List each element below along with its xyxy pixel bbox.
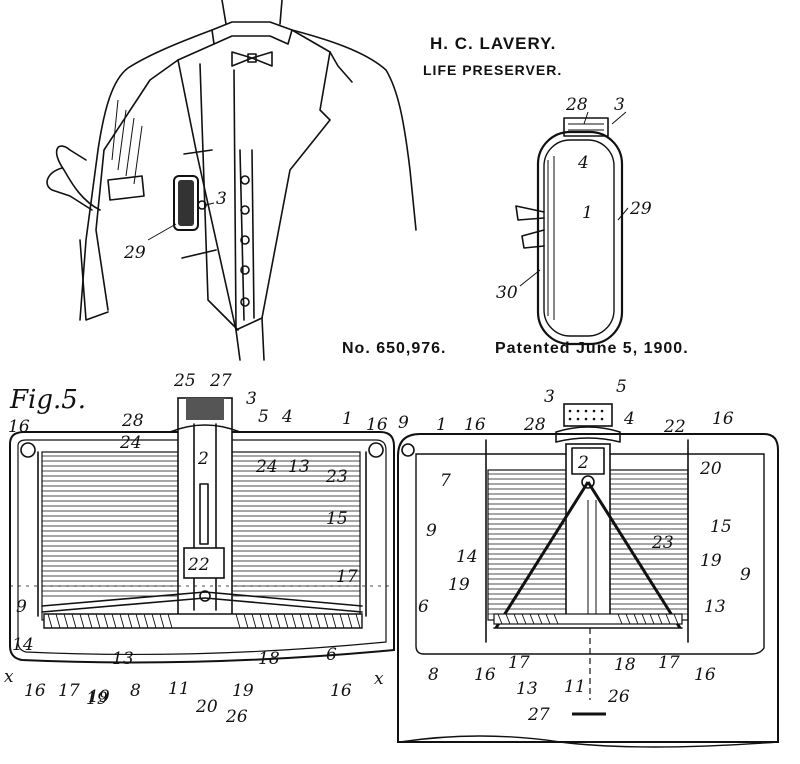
- ref-label: 28: [565, 95, 588, 115]
- ref-label: 3: [614, 95, 625, 115]
- fig2-device-drawing: [515, 111, 629, 346]
- fig5-label: Fig.5.: [9, 385, 86, 415]
- ref-label: 17: [58, 681, 80, 701]
- ref-label: 17: [658, 653, 680, 673]
- ref-label: 20: [699, 459, 722, 479]
- ref-label: 16: [694, 665, 716, 685]
- ref-label: 19: [88, 687, 110, 707]
- ref-label: 16: [712, 409, 734, 429]
- ref-label: 2: [197, 449, 209, 469]
- ref-label: 23: [651, 533, 674, 553]
- ref-label: 6: [326, 645, 337, 665]
- fig5-cross-section-drawing: [9, 397, 395, 664]
- ref-label: 6: [418, 597, 429, 617]
- ref-label: 1: [342, 409, 353, 429]
- ref-label: 3: [246, 389, 257, 409]
- ref-label: 15: [326, 509, 348, 529]
- ref-label: 28: [523, 415, 546, 435]
- ref-label: 16: [8, 417, 30, 437]
- ref-label: 16: [366, 415, 388, 435]
- ref-label: 26: [225, 707, 248, 727]
- ref-label: 29: [629, 199, 652, 219]
- ref-label: 8: [130, 681, 141, 701]
- ref-label: 16: [464, 415, 486, 435]
- ref-label: 19: [86, 689, 108, 709]
- ref-label: 19: [232, 681, 254, 701]
- ref-label: 3: [216, 189, 227, 209]
- ref-label: x: [4, 667, 14, 687]
- inventor-name: H. C. LAVERY.: [430, 34, 557, 53]
- ref-label: 4: [577, 153, 589, 173]
- ref-label: 14: [12, 635, 34, 655]
- patent-number: No. 650,976.: [342, 340, 447, 357]
- ref-label: 9: [398, 413, 409, 433]
- ref-label: 27: [209, 371, 232, 391]
- ref-label: 22: [663, 417, 686, 437]
- ref-label: 14: [456, 547, 478, 567]
- ref-label: 19: [448, 575, 470, 595]
- ref-label: 20: [195, 697, 218, 717]
- ref-label: 11: [168, 679, 190, 699]
- ref-label: 3: [544, 387, 555, 407]
- ref-label: 11: [564, 677, 586, 697]
- ref-label: 23: [325, 467, 348, 487]
- ref-label: 5: [258, 407, 269, 427]
- patent-date: Patented June 5, 1900.: [495, 340, 689, 357]
- ref-label: 13: [516, 679, 538, 699]
- ref-label: 24: [119, 433, 142, 453]
- ref-label: 22: [187, 555, 210, 575]
- ref-label: 5: [616, 377, 627, 397]
- fig1-jacket-drawing: [46, 0, 417, 361]
- ref-label: 16: [474, 665, 496, 685]
- fig3-front-view-drawing: [397, 403, 779, 748]
- ref-label: 9: [740, 565, 751, 585]
- ref-label: 13: [704, 597, 726, 617]
- ref-label: 1: [436, 415, 447, 435]
- ref-label: 7: [440, 471, 451, 491]
- ref-label: 29: [123, 243, 146, 263]
- ref-label: 28: [121, 411, 144, 431]
- ref-label: 30: [496, 283, 518, 303]
- ref-label: 26: [607, 687, 630, 707]
- ref-label: 4: [281, 407, 293, 427]
- ref-label: 1: [582, 203, 593, 223]
- invention-title: LIFE PRESERVER.: [423, 62, 563, 78]
- ref-label: 9: [426, 521, 437, 541]
- ref-label: 16: [24, 681, 46, 701]
- ref-label: 2: [577, 453, 589, 473]
- ref-label: 27: [527, 705, 550, 725]
- ref-label: 4: [623, 409, 635, 429]
- ref-label: 16: [330, 681, 352, 701]
- ref-label: 25: [173, 371, 196, 391]
- ref-label: 24: [255, 457, 278, 477]
- ref-label: 15: [710, 517, 732, 537]
- ref-label: 17: [336, 567, 358, 587]
- ref-label: 19: [700, 551, 722, 571]
- ref-label: 18: [258, 649, 280, 669]
- ref-label: 9: [16, 597, 27, 617]
- ref-label: x: [374, 669, 384, 689]
- ref-label: 8: [428, 665, 439, 685]
- ref-label: 18: [614, 655, 636, 675]
- ref-label: 17: [508, 653, 530, 673]
- ref-label: 13: [288, 457, 310, 477]
- ref-label: 13: [112, 649, 134, 669]
